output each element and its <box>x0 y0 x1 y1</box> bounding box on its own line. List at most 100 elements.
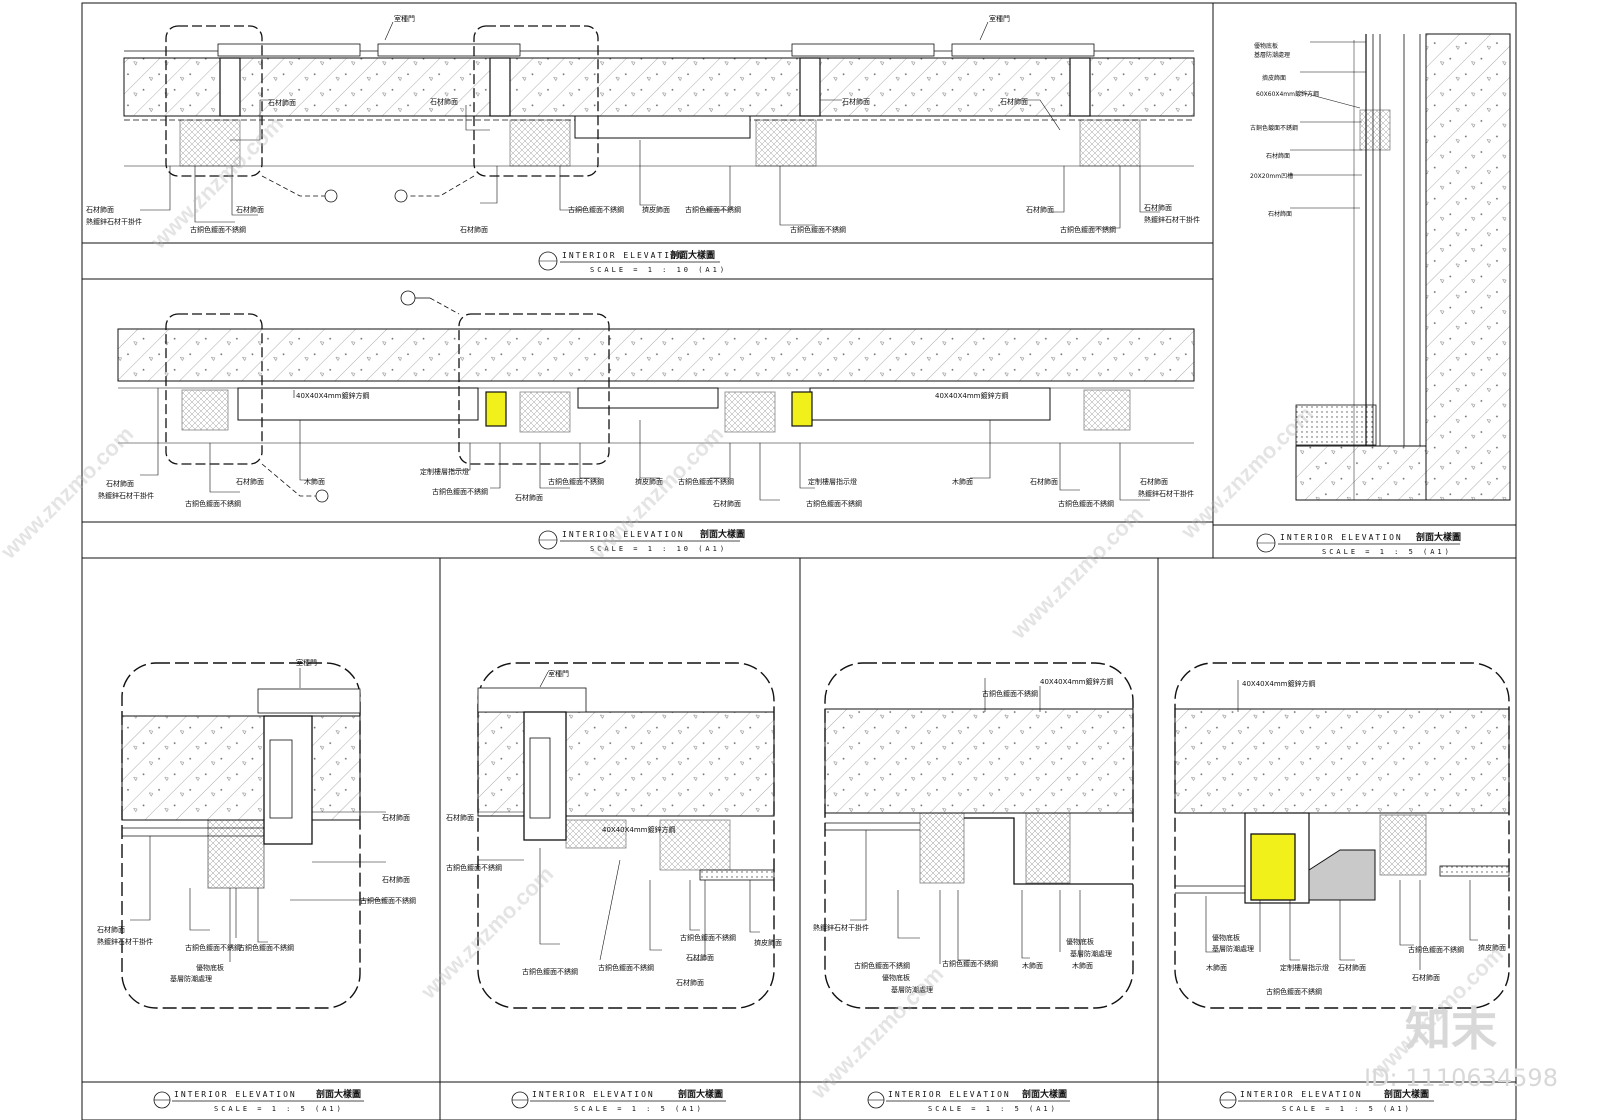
title-b2-en: INTERIOR ELEVATION <box>532 1090 655 1099</box>
label-tube-b3: 40X40X4mm鍍鋅方鋼 <box>1040 677 1114 686</box>
label-bronze-b2b: 古銅色鍍面不銹鋼 <box>522 967 578 976</box>
label-bronze-b4b: 古銅色鍍面不銹鋼 <box>1408 945 1464 954</box>
label-bronze-b1: 古銅色鍍面不銹鋼 <box>360 896 416 905</box>
label-stone-t1: 石材飾面 <box>86 205 114 214</box>
title-b2-cn: 剖面大樣圖 <box>678 1088 723 1100</box>
label-board-b1: 優物底板 <box>196 963 224 972</box>
brand-logo: 知末 <box>1405 1002 1497 1056</box>
label-board-r2: 基層防潮處理 <box>1254 51 1290 59</box>
label-board-b3b: 基層防潮處理 <box>891 985 933 994</box>
label-bronze-t3: 古銅色鍍面不銹鋼 <box>685 205 741 214</box>
title-b3-cn: 剖面大樣圖 <box>1022 1088 1067 1100</box>
title-b3-en: INTERIOR ELEVATION <box>888 1090 1011 1099</box>
title-mid-scale: SCALE = 1 : 10 (A1) <box>590 545 727 553</box>
title-b1-cn: 剖面大樣圖 <box>316 1088 361 1100</box>
label-board-b3d: 基層防潮處理 <box>1070 949 1112 958</box>
panel-mid: 石材飾面 熱鍍鋅石材干掛件 古銅色鍍面不銹鋼 石材飾面 木飾面 40X40X4m… <box>98 290 1195 553</box>
label-leather-r1: 擠皮飾面 <box>1262 74 1286 82</box>
label-hanger-m2: 熱鍍鋅石材干掛件 <box>1138 489 1194 498</box>
title-right-en: INTERIOR ELEVATION <box>1280 533 1403 542</box>
label-lamp-m1: 定制樓層指示燈 <box>420 467 469 476</box>
label-bronze-b3c: 古銅色鍍面不銹鋼 <box>942 959 998 968</box>
title-mid-en: INTERIOR ELEVATION <box>562 530 685 539</box>
label-hanger-b1: 熱鍍鋅石材干掛件 <box>97 937 153 946</box>
label-stone-t4: 石材飾面 <box>430 97 458 106</box>
label-bronze-b2d: 古銅色鍍面不銹鋼 <box>680 933 736 942</box>
label-board-b3: 優物底板 <box>882 973 910 982</box>
label-bronze-m1: 古銅色鍍面不銹鋼 <box>185 499 241 508</box>
label-wood-m1: 木飾面 <box>304 477 325 486</box>
label-bronze-b4: 古銅色鍍面不銹鋼 <box>1266 987 1322 996</box>
label-bronze-t2: 古銅色鍍面不銹鋼 <box>568 205 624 214</box>
panel-bottom-1: 室種門 石材飾面 石材飾面 古銅色鍍面不銹鋼 石材飾面 熱鍍鋅石材干掛件 古銅色… <box>97 658 416 1113</box>
title-b4-cn: 剖面大樣圖 <box>1384 1088 1429 1100</box>
label-stone-b2c: 石材飾面 <box>676 978 704 987</box>
door-label-top-1: 室種門 <box>394 14 415 23</box>
label-leather-m1: 擠皮飾面 <box>635 477 663 486</box>
title-right-cn: 剖面大樣圖 <box>1416 531 1461 543</box>
label-stone-m5: 石材飾面 <box>1030 477 1058 486</box>
label-stone-m6: 石材飾面 <box>1140 477 1168 486</box>
label-board-b1b: 基層防潮處理 <box>170 974 212 983</box>
label-bronze-r1: 古銅色鍍面不銹鋼 <box>1250 124 1298 132</box>
title-top-en: INTERIOR ELEVATION <box>562 251 685 260</box>
label-bronze-m4: 古銅色鍍面不銹鋼 <box>678 477 734 486</box>
label-hanger-t1: 熱鍍鋅石材干掛件 <box>86 217 142 226</box>
label-bronze-m2: 古銅色鍍面不銹鋼 <box>432 487 488 496</box>
label-bronze-b1b: 古銅色鍍面不銹鋼 <box>185 943 241 952</box>
panel-top: 室種門 室種門 <box>86 14 1200 274</box>
label-stone-b4: 石材飾面 <box>1338 963 1366 972</box>
label-stone-t6: 石材飾面 <box>842 97 870 106</box>
label-stone-t5: 石材飾面 <box>460 225 488 234</box>
title-top-cn: 剖面大樣圖 <box>670 249 715 261</box>
title-b4-scale: SCALE = 1 : 5 (A1) <box>1282 1105 1412 1113</box>
title-right-scale: SCALE = 1 : 5 (A1) <box>1322 548 1452 556</box>
label-tube-m1: 40X40X4mm鍍鋅方鋼 <box>296 391 370 400</box>
label-leather-t1: 擠皮飾面 <box>642 205 670 214</box>
label-bronze-m6: 古銅色鍍面不銹鋼 <box>1058 499 1114 508</box>
label-board-b4: 優物底板 <box>1212 933 1240 942</box>
label-stone-b2b: 石材飾面 <box>686 953 714 962</box>
title-b1-en: INTERIOR ELEVATION <box>174 1090 297 1099</box>
label-leather-b4: 擠皮飾面 <box>1478 943 1506 952</box>
label-hanger-t2: 熱鍍鋅石材干掛件 <box>1144 215 1200 224</box>
label-groove-r1: 20X20mm凹槽 <box>1250 172 1293 180</box>
lamp-b4 <box>1250 833 1296 901</box>
label-stone-b4b: 石材飾面 <box>1412 973 1440 982</box>
label-stone-r1: 石材飾面 <box>1266 152 1290 160</box>
label-stone-r2: 石材飾面 <box>1268 210 1292 218</box>
door-label-b2: 室種門 <box>548 669 569 678</box>
label-board-b4b: 基層防潮處理 <box>1212 944 1254 953</box>
lamp-mid-right <box>791 391 813 427</box>
label-stone-t9: 石材飾面 <box>1144 203 1172 212</box>
label-bronze-m5: 古銅色鍍面不銹鋼 <box>806 499 862 508</box>
label-hanger-m1: 熱鍍鋅石材干掛件 <box>98 491 154 500</box>
watermark-2: www.znzmo.com <box>415 861 558 1004</box>
title-b2-scale: SCALE = 1 : 5 (A1) <box>574 1105 704 1113</box>
label-bronze-b3b: 古銅色鍍面不銹鋼 <box>854 961 910 970</box>
label-stone-b1c: 石材飾面 <box>97 925 125 934</box>
label-board-r1: 優物底板 <box>1254 42 1278 50</box>
label-bronze-t1: 古銅色鍍面不銹鋼 <box>190 225 246 234</box>
label-stone-m4: 石材飾面 <box>713 499 741 508</box>
label-tube-r1: 60X60X4mm鍍鋅方鋼 <box>1256 90 1319 98</box>
door-label-b1: 室種門 <box>296 658 317 667</box>
label-stone-m2: 石材飾面 <box>236 477 264 486</box>
label-stone-t2: 石材飾面 <box>236 205 264 214</box>
label-bronze-b2c: 古銅色鍍面不銹鋼 <box>598 963 654 972</box>
label-bronze-b2: 古銅色鍍面不銹鋼 <box>446 863 502 872</box>
watermark-layer: www.znzmo.com www.znzmo.com www.znzmo.co… <box>0 111 1508 1104</box>
label-bronze-m3: 古銅色鍍面不銹鋼 <box>548 477 604 486</box>
title-b1-scale: SCALE = 1 : 5 (A1) <box>214 1105 344 1113</box>
title-top-scale: SCALE = 1 : 10 (A1) <box>590 266 727 274</box>
label-wood-m2: 木飾面 <box>952 477 973 486</box>
label-lamp-b4: 定制樓層指示燈 <box>1280 963 1329 972</box>
panel-bottom-2: 室種門 40X40X4mm鍍鋅方鋼 石材飾面 古銅色鍍面不銹鋼 古銅色鍍面不銹鋼… <box>446 662 782 1113</box>
label-tube-b2: 40X40X4mm鍍鋅方鋼 <box>602 825 676 834</box>
sheet-frames <box>81 2 1517 1120</box>
panel-bottom-3: 古銅色鍍面不銹鋼 40X40X4mm鍍鋅方鋼 熱鍍鋅石材干掛件 古銅色鍍面不銹鋼… <box>813 662 1134 1113</box>
panel-bottom-4: 40X40X4mm鍍鋅方鋼 優物底板 基層防潮處理 木飾面 定制樓層指示燈 古銅… <box>1174 662 1510 1113</box>
label-stone-b1b: 石材飾面 <box>382 875 410 884</box>
label-stone-m3: 石材飾面 <box>515 493 543 502</box>
label-stone-b1: 石材飾面 <box>382 813 410 822</box>
